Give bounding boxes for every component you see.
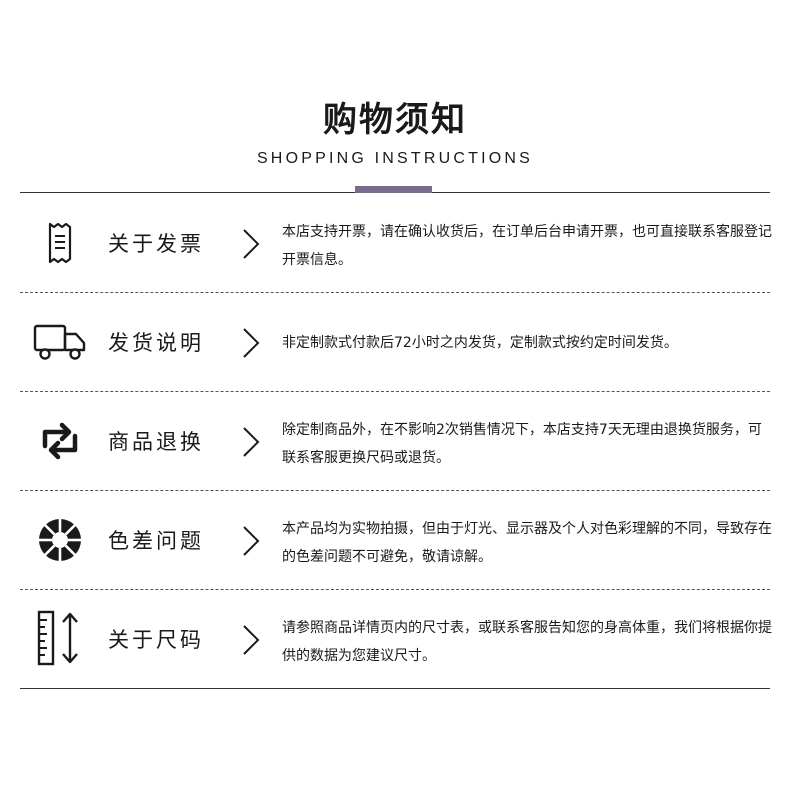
row-label: 商品退换 bbox=[108, 430, 204, 454]
info-row-invoice: 关于发票 本店支持开票，请在确认收货后，在订单后台申请开票，也可直接联系客服登记… bbox=[20, 194, 772, 293]
row-description: 本产品均为实物拍摄，但由于灯光、显示器及个人对色彩理解的不同，导致存在的色差问题… bbox=[282, 521, 772, 565]
delivery-truck-icon bbox=[32, 321, 88, 363]
exchange-arrows-icon bbox=[32, 420, 88, 462]
page-subtitle: SHOPPING INSTRUCTIONS bbox=[256, 150, 534, 167]
row-divider bbox=[20, 391, 770, 392]
row-divider bbox=[20, 292, 770, 293]
info-row-returns: 商品退换 除定制商品外，在不影响2次销售情况下，本店支持7天无理由退换货服务，可… bbox=[20, 392, 770, 491]
chevron-right-icon bbox=[243, 328, 260, 358]
chevron-right-icon bbox=[243, 427, 260, 457]
row-label: 关于发票 bbox=[108, 232, 204, 256]
row-divider bbox=[20, 589, 770, 590]
info-row-color: 色差问题 本产品均为实物拍摄，但由于灯光、显示器及个人对色彩理解的不同，导致存在… bbox=[20, 491, 772, 590]
receipt-icon bbox=[32, 222, 88, 264]
header-accent-bar bbox=[355, 186, 432, 193]
info-row-delivery: 发货说明 非定制款式付款后72小时之内发货，定制款式按约定时间发货。 bbox=[20, 293, 770, 392]
row-divider bbox=[20, 490, 770, 491]
ruler-icon bbox=[32, 610, 88, 666]
chevron-right-icon bbox=[243, 526, 260, 556]
row-divider bbox=[20, 688, 770, 689]
row-description: 本店支持开票，请在确认收货后，在订单后台申请开票，也可直接联系客服登记开票信息。 bbox=[282, 224, 772, 268]
row-description: 除定制商品外，在不影响2次销售情况下，本店支持7天无理由退换货服务，可联系客服更… bbox=[282, 422, 762, 466]
row-description: 非定制款式付款后72小时之内发货，定制款式按约定时间发货。 bbox=[282, 335, 678, 351]
info-row-size: 关于尺码 请参照商品详情页内的尺寸表，或联系客服告知您的身高体重，我们将根据你提… bbox=[20, 590, 772, 689]
row-label: 色差问题 bbox=[108, 529, 204, 553]
chevron-right-icon bbox=[243, 625, 260, 655]
page-title: 购物须知 bbox=[323, 100, 467, 140]
row-label: 发货说明 bbox=[108, 331, 204, 355]
row-label: 关于尺码 bbox=[108, 628, 204, 652]
color-wheel-icon bbox=[32, 518, 88, 562]
chevron-right-icon bbox=[243, 229, 260, 259]
row-description: 请参照商品详情页内的尺寸表，或联系客服告知您的身高体重，我们将根据你提供的数据为… bbox=[282, 620, 772, 664]
